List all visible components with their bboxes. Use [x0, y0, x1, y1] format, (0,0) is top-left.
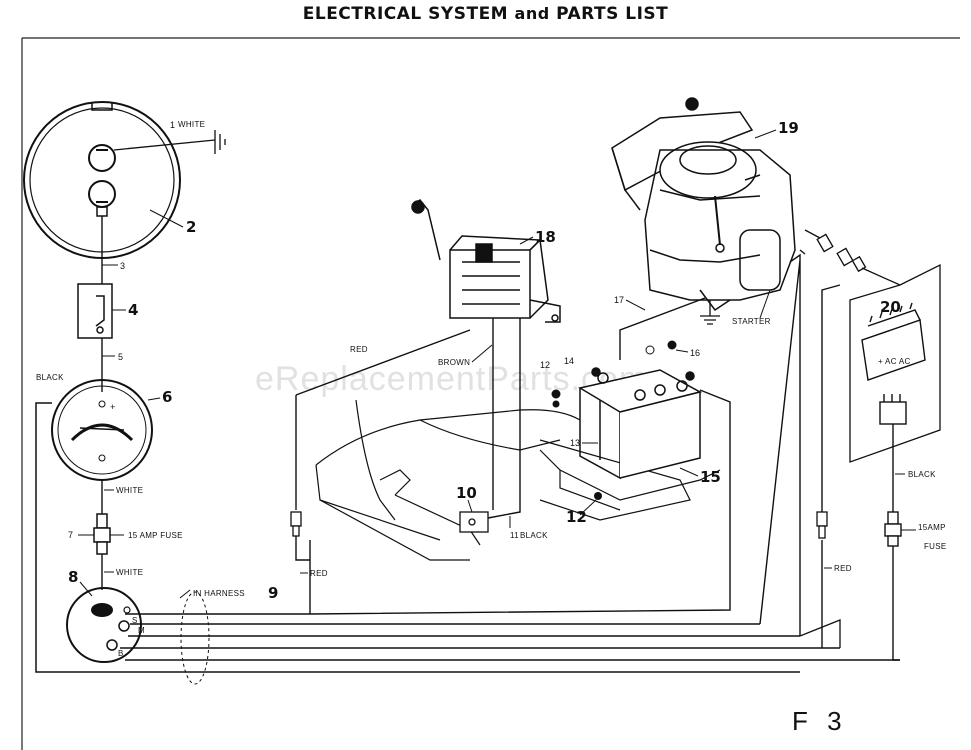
callout-4: 4 — [128, 301, 138, 319]
callout-8: 8 — [68, 568, 78, 586]
interlock-switch-icon — [411, 199, 561, 323]
callout-12b: 12 — [566, 508, 587, 526]
wire-label-fuse-right-1: 15AMP — [918, 523, 946, 532]
wire-ground-17 — [619, 297, 706, 360]
callout-9: 9 — [268, 584, 278, 602]
wire-label-white-low: WHITE — [116, 568, 143, 577]
ignition-switch-icon — [66, 587, 142, 663]
callout-7: 7 — [68, 530, 73, 540]
wire-label-red-right: RED — [834, 564, 852, 573]
callout-3: 3 — [120, 261, 125, 271]
engine-connector-icon — [816, 233, 867, 273]
callout-2: 2 — [186, 218, 196, 236]
regulator-icon — [861, 302, 926, 425]
seat-switch-icon — [459, 511, 489, 533]
wire-engine-harness — [759, 249, 806, 636]
wire-black-right — [892, 424, 900, 661]
wire-label-fuse-left: 15 AMP FUSE — [128, 531, 183, 540]
callout-16: 16 — [690, 348, 700, 358]
engine-icon — [611, 97, 796, 312]
page-title: ELECTRICAL SYSTEM and PARTS LIST — [0, 0, 971, 30]
wire-red-bottom — [295, 395, 311, 614]
light-switch-icon — [77, 283, 113, 339]
battery-icon — [578, 367, 703, 480]
plus-terminal: + — [110, 402, 115, 412]
terminal-b: B — [118, 649, 124, 658]
harness-ellipse — [180, 591, 210, 685]
callout-15: 15 — [700, 468, 721, 486]
wire-label-black-right: BLACK — [908, 470, 936, 479]
wire-label-red-top: RED — [350, 345, 368, 354]
wire-label-black-left: BLACK — [36, 373, 64, 382]
title-and: and — [514, 4, 550, 23]
fuse-left-icon — [93, 513, 111, 555]
fuse-right-icon — [884, 511, 902, 547]
ground-symbol — [113, 130, 226, 154]
connector-red-right-icon — [816, 511, 828, 539]
terminal-m: M — [138, 626, 145, 635]
wire-black-left — [35, 402, 800, 673]
callout-20: 20 — [880, 298, 901, 316]
figure-label: F 3 — [792, 706, 848, 736]
callout-10: 10 — [456, 484, 477, 502]
wire-battery-positive — [309, 389, 731, 615]
diagram-frame — [21, 37, 960, 750]
callout-14: 14 — [564, 356, 574, 366]
callout-11: 11 — [510, 531, 519, 540]
callout-12a: 12 — [540, 360, 550, 370]
watermark-text: eReplacementParts.com — [255, 360, 648, 398]
wire-label-black-11: BLACK — [520, 531, 548, 540]
callout-13: 13 — [570, 438, 580, 448]
wire-label-white-mid: WHITE — [116, 486, 143, 495]
ammeter-icon — [51, 379, 153, 481]
title-part2: PARTS LIST — [556, 4, 669, 24]
battery-tray — [539, 449, 721, 511]
wire-label-fuse-right-2: FUSE — [924, 542, 947, 551]
callout-5: 5 — [118, 352, 123, 362]
callout-19: 19 — [778, 119, 799, 137]
ground-symbol-engine — [700, 300, 720, 325]
callout-6: 6 — [162, 388, 172, 406]
callout-17: 17 — [614, 295, 624, 305]
callout-1: 1 — [170, 120, 175, 130]
connector-red-icon — [290, 511, 302, 537]
terminal-s: S — [132, 616, 138, 625]
wire-label-red-bottom: RED — [310, 569, 328, 578]
regulator-terminal-text: + AC AC — [878, 357, 911, 366]
battery-bolt-icon — [551, 389, 561, 408]
wire-red-right — [821, 284, 841, 648]
harness-wires — [120, 613, 900, 661]
wire-label-white-top: WHITE — [178, 120, 205, 129]
title-part1: ELECTRICAL SYSTEM — [302, 4, 509, 24]
wire-black-11 — [487, 318, 521, 519]
wire-label-in-harness: IN HARNESS — [193, 589, 245, 598]
wire-label-brown: BROWN — [438, 358, 470, 367]
wire-label-starter: STARTER — [732, 317, 771, 326]
callout-18: 18 — [535, 228, 556, 246]
